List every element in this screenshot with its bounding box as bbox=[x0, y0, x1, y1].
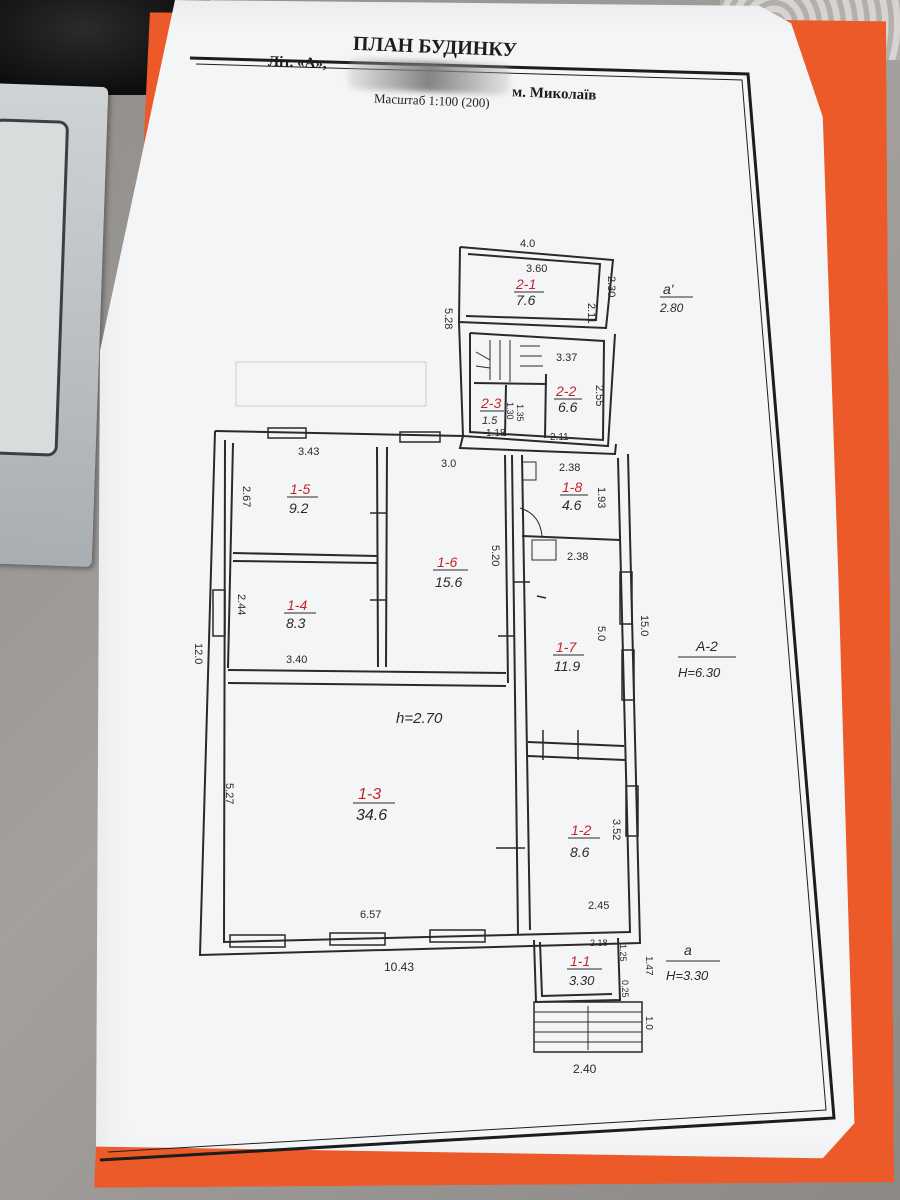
svg-text:1.93: 1.93 bbox=[595, 487, 607, 508]
svg-text:12.0: 12.0 bbox=[192, 643, 204, 664]
svg-text:2.67: 2.67 bbox=[240, 486, 252, 507]
svg-text:3.0: 3.0 bbox=[441, 458, 456, 470]
svg-text:6.57: 6.57 bbox=[360, 909, 381, 921]
svg-text:3.30: 3.30 bbox=[569, 973, 595, 988]
svg-text:10.43: 10.43 bbox=[384, 960, 414, 974]
svg-text:3.52: 3.52 bbox=[610, 819, 622, 840]
room-1-6: 1-6 15.6 bbox=[433, 554, 468, 590]
svg-text:9.2: 9.2 bbox=[289, 500, 309, 516]
svg-text:1-3: 1-3 bbox=[358, 786, 381, 803]
room-2-1: 2-17.6 bbox=[514, 276, 544, 308]
svg-text:а: а bbox=[684, 942, 692, 958]
svg-text:15.6: 15.6 bbox=[435, 574, 462, 590]
room-1-1: 1-1 3.30 bbox=[567, 953, 602, 988]
svg-text:1-6: 1-6 bbox=[437, 554, 457, 570]
room-1-8: 1-84.6 bbox=[560, 479, 588, 513]
svg-text:1.35: 1.35 bbox=[515, 404, 525, 422]
svg-text:5.20: 5.20 bbox=[489, 545, 501, 566]
svg-text:а': а' bbox=[663, 281, 675, 297]
svg-text:6.6: 6.6 bbox=[558, 399, 578, 415]
svg-text:2-3: 2-3 bbox=[480, 395, 501, 411]
svg-text:11.9: 11.9 bbox=[554, 658, 580, 674]
svg-text:2-2: 2-2 bbox=[555, 383, 576, 399]
building-a2: А-2Н=6.30 bbox=[678, 638, 736, 680]
svg-text:1-5: 1-5 bbox=[290, 481, 310, 497]
svg-text:3.43: 3.43 bbox=[298, 446, 319, 458]
svg-text:8.6: 8.6 bbox=[570, 844, 590, 860]
svg-text:1.47: 1.47 bbox=[643, 956, 654, 976]
svg-text:2.80: 2.80 bbox=[659, 301, 684, 315]
svg-text:3.40: 3.40 bbox=[286, 654, 307, 666]
svg-text:Н=3.30: Н=3.30 bbox=[666, 968, 709, 983]
document-page bbox=[96, 0, 855, 1159]
annex-a: аН=3.30 bbox=[666, 942, 720, 983]
svg-text:1.25: 1.25 bbox=[618, 944, 628, 962]
svg-text:2.44: 2.44 bbox=[235, 594, 247, 615]
svg-text:3.60: 3.60 bbox=[526, 263, 547, 275]
room-1-2: 1-28.6 bbox=[568, 822, 600, 860]
svg-text:2.40: 2.40 bbox=[573, 1062, 597, 1076]
ceiling-height: h=2.70 bbox=[396, 710, 443, 727]
svg-text:1-7: 1-7 bbox=[556, 639, 577, 655]
room-2-3: 2-31.5 bbox=[480, 395, 504, 427]
room-1-5: 1-59.2 bbox=[287, 481, 318, 516]
svg-text:5.27: 5.27 bbox=[223, 783, 235, 804]
svg-text:2.11: 2.11 bbox=[585, 303, 597, 324]
svg-text:4.6: 4.6 bbox=[562, 497, 582, 513]
svg-text:2.55: 2.55 bbox=[593, 385, 605, 406]
svg-text:34.6: 34.6 bbox=[356, 807, 387, 824]
svg-text:5.0: 5.0 bbox=[595, 626, 607, 641]
svg-text:2.30: 2.30 bbox=[605, 276, 617, 297]
room-1-7: 1-7 11.9 bbox=[553, 639, 584, 674]
svg-text:1-2: 1-2 bbox=[571, 822, 591, 838]
svg-text:15.0: 15.0 bbox=[638, 615, 650, 636]
room-1-3: 1-3 34.6 bbox=[353, 786, 395, 824]
room-2-2: 2-26.6 bbox=[554, 383, 582, 415]
svg-text:2.18: 2.18 bbox=[590, 938, 608, 948]
svg-text:1.18: 1.18 bbox=[486, 428, 506, 439]
svg-text:2.45: 2.45 bbox=[588, 900, 609, 912]
room-id: 2-1 bbox=[515, 276, 536, 292]
svg-text:2.38: 2.38 bbox=[567, 551, 588, 563]
svg-text:5.28: 5.28 bbox=[442, 308, 454, 329]
svg-text:1.0: 1.0 bbox=[643, 1016, 654, 1030]
svg-text:1-8: 1-8 bbox=[562, 479, 582, 495]
svg-text:1-1: 1-1 bbox=[570, 953, 590, 969]
dimension-labels: 4.0 3.60 2.30 2.11 5.28 3.37 2.55 1.30 1… bbox=[192, 238, 654, 1076]
svg-text:2.11: 2.11 bbox=[550, 432, 569, 443]
svg-text:А-2: А-2 bbox=[695, 638, 718, 654]
annex-a-prime: а' 2.80 bbox=[659, 281, 693, 315]
svg-text:1.30: 1.30 bbox=[505, 402, 515, 420]
svg-text:2.38: 2.38 bbox=[559, 462, 580, 474]
room-area: 7.6 bbox=[516, 292, 536, 308]
svg-text:1.5: 1.5 bbox=[482, 415, 498, 427]
room-1-4: 1-48.3 bbox=[284, 597, 316, 631]
svg-text:1-4: 1-4 bbox=[287, 597, 307, 613]
svg-text:0.25: 0.25 bbox=[620, 980, 630, 998]
svg-text:4.0: 4.0 bbox=[520, 238, 535, 250]
svg-text:8.3: 8.3 bbox=[286, 615, 306, 631]
svg-text:Н=6.30: Н=6.30 bbox=[678, 665, 721, 680]
svg-text:3.37: 3.37 bbox=[556, 352, 577, 364]
